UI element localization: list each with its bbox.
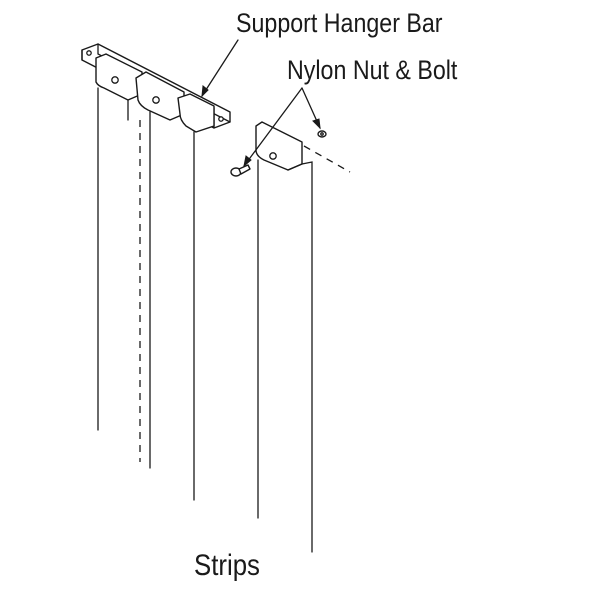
support-hanger-bar-label: Support Hanger Bar: [236, 8, 443, 38]
strip-3: [177, 93, 215, 501]
nylon-nut-bolt-label: Nylon Nut & Bolt: [287, 55, 458, 85]
strip-2: [135, 71, 185, 469]
strip-1: [95, 53, 143, 431]
strips-label: Strips: [194, 549, 260, 582]
nut-bolt-leader-arrows: [243, 87, 321, 168]
support-bar-leader-arrow: [201, 39, 239, 98]
alignment-dash-line: [303, 145, 351, 173]
detached-strip: [255, 121, 313, 553]
nylon-bolt: [230, 164, 251, 177]
nylon-nut: [317, 130, 327, 138]
